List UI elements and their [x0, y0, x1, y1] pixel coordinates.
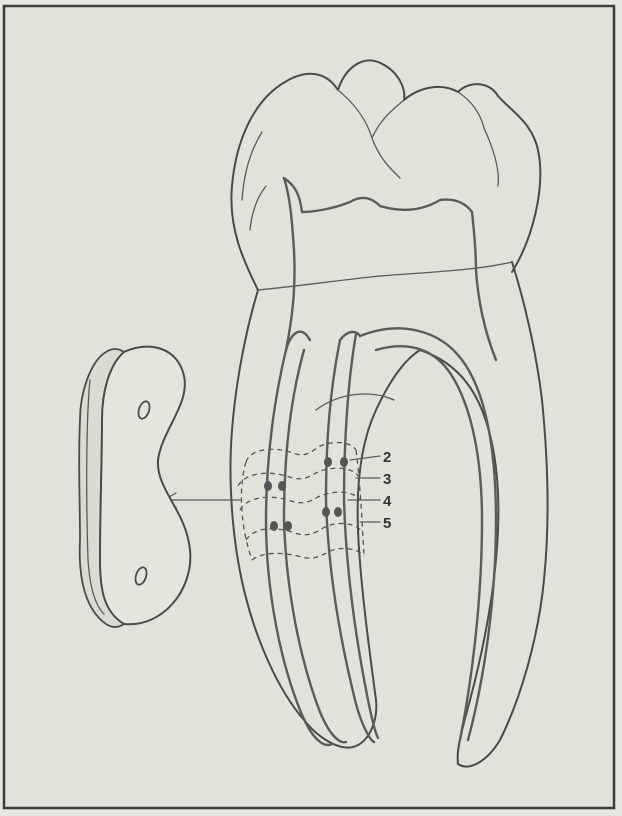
label-4: 4	[383, 493, 392, 510]
slab-canal-dot-2	[278, 481, 286, 491]
slab-canal-dot-8	[284, 521, 292, 531]
label-2: 2	[383, 449, 391, 466]
slab-canal-dot-3	[324, 457, 332, 467]
label-3: 3	[383, 471, 391, 488]
slab-canal-dot-5	[322, 507, 330, 517]
slab-canal-dot-7	[270, 521, 278, 531]
slab-canal-dot-1	[264, 481, 272, 491]
slab-canal-dot-4	[340, 457, 348, 467]
slab-canal-dot-6	[334, 507, 342, 517]
label-5: 5	[383, 515, 391, 532]
